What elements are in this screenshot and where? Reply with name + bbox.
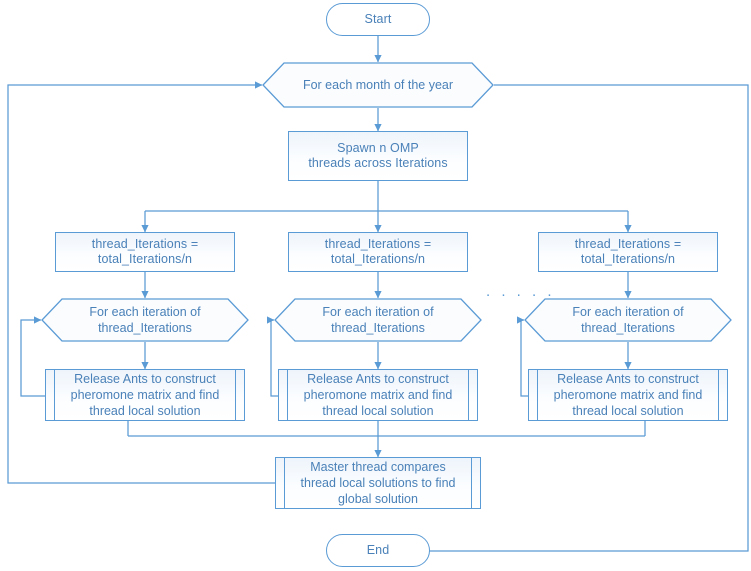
- node-thread-calc-2[interactable]: thread_Iterations = total_Iterations/n: [288, 232, 468, 272]
- node-month-loop-label: For each month of the year: [302, 78, 454, 92]
- node-iter-loop-2[interactable]: For each iteration of thread_Iterations: [274, 298, 482, 342]
- predefined-process-bar-left: [284, 458, 285, 508]
- node-iter-loop-1-label: For each iteration of thread_Iterations: [89, 305, 201, 335]
- predefined-process-bar-left: [287, 370, 288, 420]
- node-iter-loop-2-label: For each iteration of thread_Iterations: [322, 305, 434, 335]
- hexagon-shape: [41, 298, 249, 342]
- node-end[interactable]: End: [326, 534, 430, 567]
- node-release-ants-2-label: Release Ants to construct pheromone matr…: [303, 372, 453, 418]
- hexagon-shape: [274, 298, 482, 342]
- edge-master-to-month-loop-back: [7, 81, 275, 484]
- node-iter-loop-3[interactable]: For each iteration of thread_Iterations: [524, 298, 732, 342]
- branch-ellipsis: . . . . .: [486, 283, 556, 300]
- node-end-label: End: [366, 543, 390, 557]
- predefined-process-bar-left: [537, 370, 538, 420]
- node-month-loop[interactable]: For each month of the year: [262, 62, 494, 108]
- node-release-ants-2[interactable]: Release Ants to construct pheromone matr…: [278, 369, 478, 421]
- node-thread-calc-1[interactable]: thread_Iterations = total_Iterations/n: [55, 232, 235, 272]
- node-release-ants-3-label: Release Ants to construct pheromone matr…: [553, 372, 703, 418]
- predefined-process-bar-right: [471, 458, 472, 508]
- node-spawn-threads-label: Spawn n OMP threads across Iterations: [308, 141, 448, 170]
- hexagon-shape: [262, 62, 494, 108]
- node-start-label: Start: [364, 12, 392, 26]
- node-spawn-threads[interactable]: Spawn n OMP threads across Iterations: [288, 131, 468, 181]
- node-thread-calc-1-label: thread_Iterations = total_Iterations/n: [91, 237, 199, 266]
- predefined-process-bar-right: [718, 370, 719, 420]
- node-start[interactable]: Start: [326, 3, 430, 36]
- node-master-compare-label: Master thread compares thread local solu…: [300, 460, 456, 506]
- hexagon-shape: [524, 298, 732, 342]
- node-iter-loop-1[interactable]: For each iteration of thread_Iterations: [41, 298, 249, 342]
- predefined-process-bar-left: [54, 370, 55, 420]
- node-thread-calc-3-label: thread_Iterations = total_Iterations/n: [574, 237, 682, 266]
- predefined-process-bar-right: [235, 370, 236, 420]
- node-thread-calc-2-label: thread_Iterations = total_Iterations/n: [324, 237, 432, 266]
- node-thread-calc-3[interactable]: thread_Iterations = total_Iterations/n: [538, 232, 718, 272]
- node-iter-loop-3-label: For each iteration of thread_Iterations: [572, 305, 684, 335]
- node-release-ants-1[interactable]: Release Ants to construct pheromone matr…: [45, 369, 245, 421]
- node-release-ants-1-label: Release Ants to construct pheromone matr…: [70, 372, 220, 418]
- node-release-ants-3[interactable]: Release Ants to construct pheromone matr…: [528, 369, 728, 421]
- predefined-process-bar-right: [468, 370, 469, 420]
- node-master-compare[interactable]: Master thread compares thread local solu…: [275, 457, 481, 509]
